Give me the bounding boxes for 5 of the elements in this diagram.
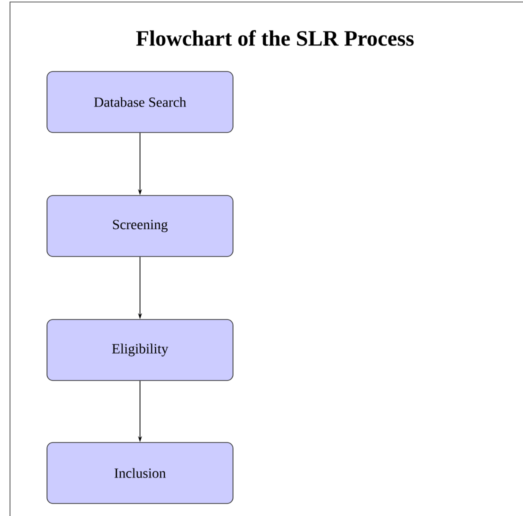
process-box: Eligibility [46, 319, 234, 381]
process-box: Screening [46, 195, 234, 257]
process-box: Database Search [46, 71, 234, 133]
title: Flowchart of the SLR Process [136, 30, 414, 46]
process-box: Inclusion [46, 442, 234, 504]
